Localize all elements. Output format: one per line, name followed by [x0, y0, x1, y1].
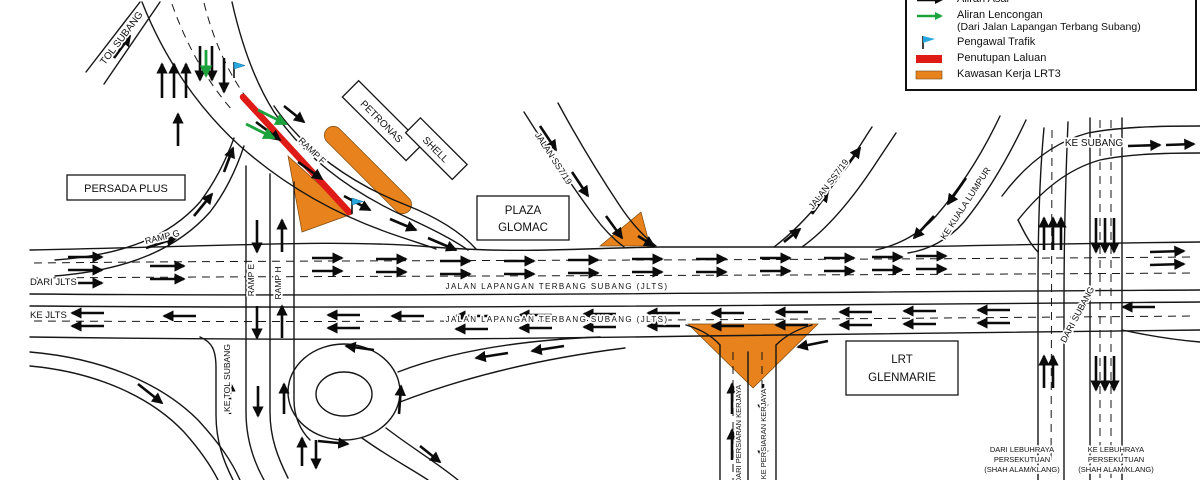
plaza-glomac-box: PLAZA GLOMAC [476, 195, 570, 241]
label-dari-lebuhraya-persekutuan: DARI LEBUHRAYA PERSEKUTUAN (SHAH ALAM/KL… [983, 443, 1062, 476]
lrt-glenmarie-box: LRT GLENMARIE [845, 340, 959, 396]
svg-text:DARI LEBUHRAYA: DARI LEBUHRAYA [990, 445, 1054, 454]
label-ramp-e: RAMP E [246, 263, 256, 296]
label-plaza: PLAZA [505, 205, 542, 217]
label-jlts-westbound: JALAN LAPANGAN TERBANG SUBANG (JLTS) [446, 315, 669, 324]
legend-label-group: Aliran Lencongan (Dari Jalan Lapangan Te… [957, 9, 1141, 33]
legend-item: Penutupan Laluan [915, 52, 1187, 65]
red-bar-icon [915, 52, 949, 65]
legend-label: Penutupan Laluan [957, 52, 1047, 64]
label-ke-lebuhraya-persekutuan: KE LEBUHRAYA PERSEKUTUAN (SHAH ALAM/KLAN… [1077, 443, 1156, 476]
label-jalan-ss719-north: JALAN SS7/19 [533, 130, 574, 186]
work-area-ramp-gore [287, 155, 353, 233]
traffic-marshal-flag [233, 61, 246, 78]
road-closure-line [239, 93, 353, 216]
svg-text:KE LEBUHRAYA: KE LEBUHRAYA [1088, 445, 1144, 454]
label-jalan-ss719-east: JALAN SS7/19 [807, 157, 851, 211]
orange-bar-icon [915, 68, 949, 81]
blue-flag-icon [915, 36, 949, 49]
legend-label: Pengawal Trafik [957, 36, 1036, 48]
label-ke-jlts: KE JLTS [30, 310, 67, 321]
label-glomac: GLOMAC [498, 222, 548, 234]
label-ke-persiaran-kerjaya: KE PERSIARAN KERJAYA [759, 389, 768, 480]
traffic-marshal-flags [233, 61, 364, 214]
green-arrow-icon [915, 9, 949, 22]
label-dari-persiaran-kerjaya: DARI PERSIARAN KERJAYA [734, 385, 743, 480]
label-jlts-eastbound: JALAN LAPANGAN TERBANG SUBANG (JLTS) [446, 282, 669, 291]
svg-text:PERSEKUTUAN: PERSEKUTUAN [1088, 455, 1144, 464]
label-dari-jlts: DARI JLTS [30, 277, 77, 288]
svg-text:PERSEKUTUAN: PERSEKUTUAN [994, 455, 1050, 464]
legend-label: Aliran Asal [957, 0, 1009, 5]
diversion-arrow [245, 122, 276, 140]
black-arrow-icon [915, 0, 949, 6]
legend-sublabel: (Dari Jalan Lapangan Terbang Subang) [957, 21, 1141, 33]
label-ke-subang: KE SUBANG [1065, 138, 1124, 149]
work-area-median-island [324, 126, 412, 214]
traffic-flow-arrows [68, 34, 1196, 470]
traffic-marshal-flag [351, 197, 364, 214]
svg-text:(SHAH ALAM/KLANG): (SHAH ALAM/KLANG) [1078, 465, 1154, 474]
legend-item: Aliran Lencongan (Dari Jalan Lapangan Te… [915, 9, 1187, 33]
legend-item: Pengawal Trafik [915, 36, 1187, 49]
svg-text:(SHAH ALAM/KLANG): (SHAH ALAM/KLANG) [984, 465, 1060, 474]
legend-item: Aliran Asal [915, 0, 1187, 6]
label-lrt: LRT [891, 354, 913, 366]
legend-item: Kawasan Kerja LRT3 [915, 68, 1187, 81]
label-ramp-h: RAMP H [273, 267, 283, 300]
legend-label: Aliran Lencongan [957, 9, 1043, 21]
diversion-arrow [257, 108, 288, 126]
diversion-arrows [199, 50, 288, 140]
label-glenmarie: GLENMARIE [868, 372, 936, 384]
persada-plus-box: PERSADA PLUS [66, 174, 186, 201]
legend-label: Kawasan Kerja LRT3 [957, 68, 1061, 80]
legend: Aliran Asal Aliran Lencongan (Dari Jalan… [905, 0, 1197, 91]
label-ke-tol-subang: KE TOL SUBANG [222, 344, 232, 412]
label-persada-plus: PERSADA PLUS [84, 183, 168, 195]
